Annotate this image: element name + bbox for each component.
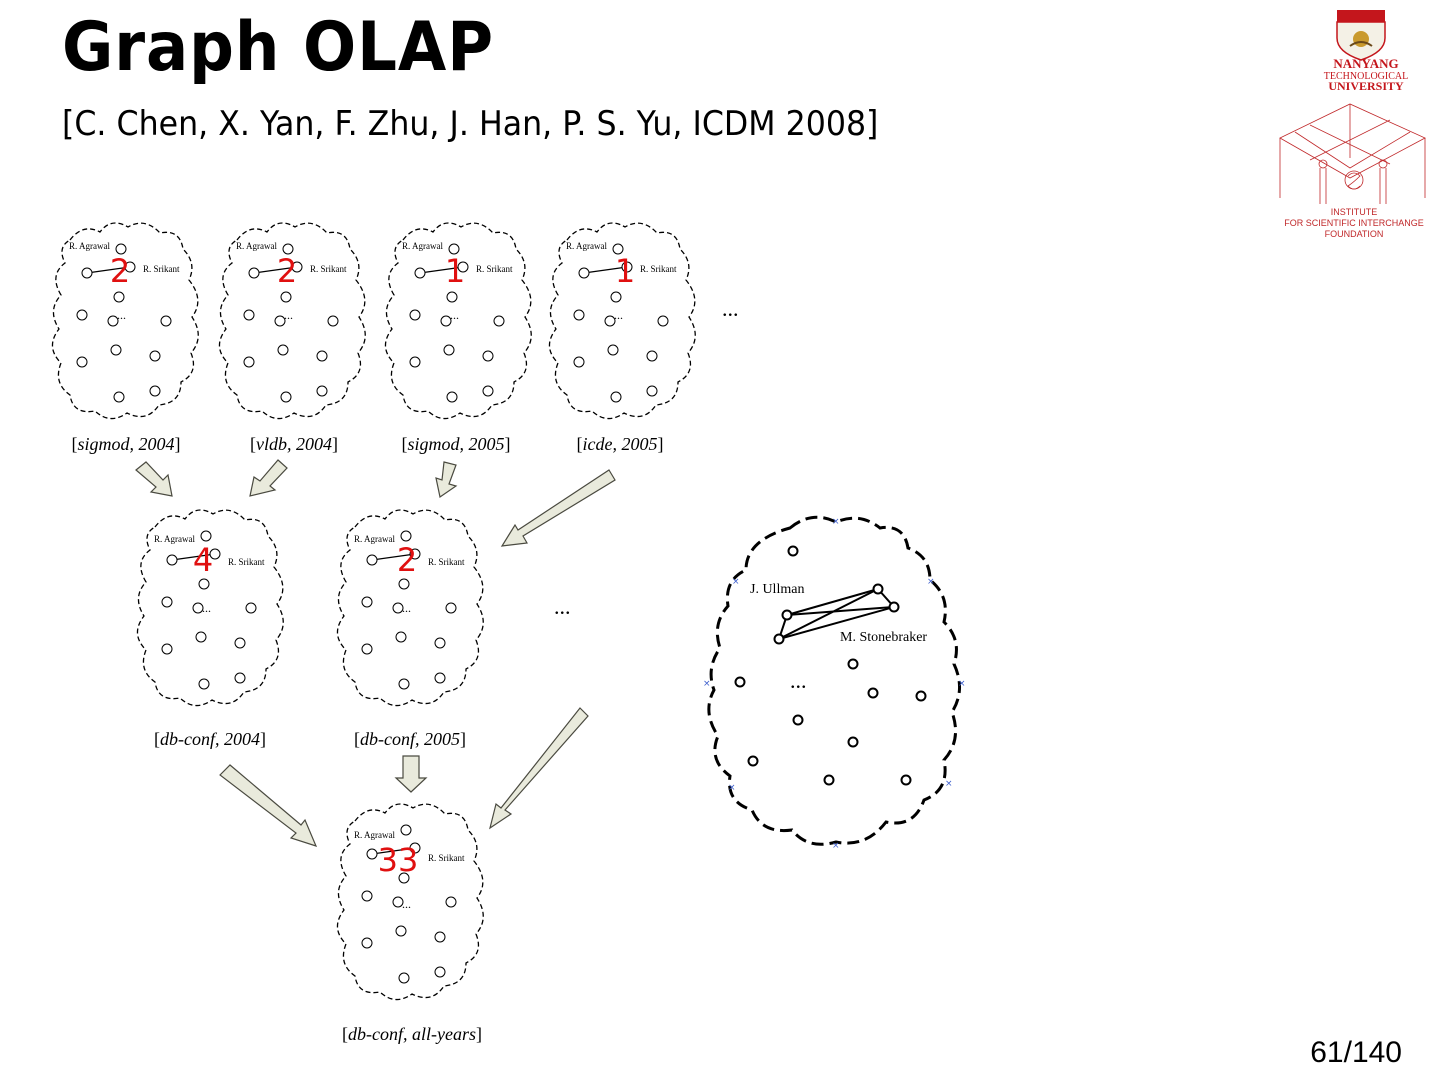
caption-venue: icde <box>583 434 613 454</box>
caption-year: 2005 <box>469 434 505 454</box>
ellipsis-label: ... <box>202 601 211 615</box>
top-captions: [sigmod, 2004] [vldb, 2004] [sigmod, 200… <box>71 434 663 454</box>
aggregate-ellipsis: ... <box>790 668 807 693</box>
author-b-label: R. Srikant <box>428 557 465 567</box>
caption-dbconf-all-years: [db-conf, all-years] <box>342 1024 482 1044</box>
caption-year: 2005 <box>621 434 657 454</box>
author-a-label: R. Agrawal <box>402 241 443 251</box>
coauthor-count: 4 <box>193 541 213 579</box>
graph-icde-2005: R. Agrawal R. Srikant ... 1 <box>549 223 695 419</box>
middle-captions: [db-conf, 2004] [db-conf, 2005] <box>154 729 466 749</box>
graph-sigmod-2004: R. Agrawal R. Srikant ... 2 <box>52 223 198 419</box>
arrows <box>136 460 615 846</box>
svg-text:×: × <box>732 577 740 587</box>
author-b-label: R. Srikant <box>640 264 677 274</box>
author-a-label: R. Agrawal <box>154 534 195 544</box>
coauthor-count: 1 <box>615 252 635 290</box>
svg-text:×: × <box>958 679 966 689</box>
caption-icde-2005: [icde, 2005] <box>577 434 664 454</box>
caption-venue: db-conf <box>160 729 218 749</box>
author-b-label: R. Srikant <box>428 853 465 863</box>
svg-text:×: × <box>703 679 711 689</box>
graph-sigmod-2005: R. Agrawal R. Srikant ... 1 <box>385 223 531 419</box>
arrow-icde05-to-dbconf05 <box>502 470 615 546</box>
author-a-label: R. Agrawal <box>69 241 110 251</box>
caption-sigmod-2004: [sigmod, 2004] <box>71 434 180 454</box>
caption-year: 2004 <box>224 729 260 749</box>
caption-dbconf-2005: [db-conf, 2005] <box>354 729 466 749</box>
author-b-label: R. Srikant <box>228 557 265 567</box>
ellipsis-label: ... <box>117 308 126 322</box>
label-stonebraker: M. Stonebraker <box>840 630 927 645</box>
svg-text:×: × <box>728 783 736 793</box>
caption-year: all-years <box>412 1024 476 1044</box>
coauthor-count: 2 <box>110 252 130 290</box>
author-a-label: R. Agrawal <box>236 241 277 251</box>
ellipsis-label: ... <box>284 308 293 322</box>
ellipsis-label: ... <box>450 308 459 322</box>
graph-dbconf-2004: R. Agrawal R. Srikant ... 4 <box>137 510 283 706</box>
caption-venue: db-conf <box>360 729 418 749</box>
coauthor-count: 2 <box>277 252 297 290</box>
author-b-label: R. Srikant <box>143 264 180 274</box>
coauthor-count: 2 <box>397 541 417 579</box>
svg-text:×: × <box>832 841 840 851</box>
ellipsis-label: ... <box>402 897 411 911</box>
caption-year: 2004 <box>139 434 175 454</box>
caption-year: 2004 <box>296 434 332 454</box>
svg-text:×: × <box>927 577 935 587</box>
caption-vldb-2004: [vldb, 2004] <box>250 434 338 454</box>
author-a-label: R. Agrawal <box>354 830 395 840</box>
coauthor-count: 1 <box>445 252 465 290</box>
arrow-sigmod05-to-dbconf05 <box>436 462 456 497</box>
caption-venue: sigmod <box>407 434 460 454</box>
label-ullman: J. Ullman <box>750 582 804 597</box>
coauthor-count: 33 <box>378 841 419 879</box>
ellipsis-label: ... <box>614 308 623 322</box>
graph-aggregate-network: × × × × × × × × J. Ullman M. Stonebraker… <box>703 517 966 851</box>
caption-year: 2005 <box>424 729 460 749</box>
middle-row-ellipsis: ... <box>554 594 571 619</box>
arrow-dbconf05-to-all <box>396 756 426 792</box>
caption-venue: sigmod <box>77 434 130 454</box>
caption-dbconf-2004: [db-conf, 2004] <box>154 729 266 749</box>
author-a-label: R. Agrawal <box>566 241 607 251</box>
svg-text:×: × <box>832 517 840 527</box>
caption-venue: db-conf <box>348 1024 406 1044</box>
svg-text:×: × <box>945 779 953 789</box>
caption-sigmod-2005: [sigmod, 2005] <box>401 434 510 454</box>
page-number: 61/140 <box>1310 1036 1402 1070</box>
arrow-sigmod04-to-dbconf04 <box>136 462 172 496</box>
graph-vldb-2004: R. Agrawal R. Srikant ... 2 <box>219 223 365 419</box>
graph-dbconf-2005: R. Agrawal R. Srikant ... 2 <box>337 510 483 706</box>
graph-dbconf-all-years: R. Agrawal R. Srikant ... 33 <box>337 804 483 1000</box>
author-b-label: R. Srikant <box>310 264 347 274</box>
author-a-label: R. Agrawal <box>354 534 395 544</box>
author-b-label: R. Srikant <box>476 264 513 274</box>
caption-venue: vldb <box>256 434 287 454</box>
top-row-ellipsis: ... <box>722 296 739 321</box>
arrow-dbconf04-to-all <box>220 765 316 846</box>
ellipsis-label: ... <box>402 601 411 615</box>
arrow-ellipsis-to-all <box>490 708 588 828</box>
arrow-vldb04-to-dbconf04 <box>250 460 287 496</box>
